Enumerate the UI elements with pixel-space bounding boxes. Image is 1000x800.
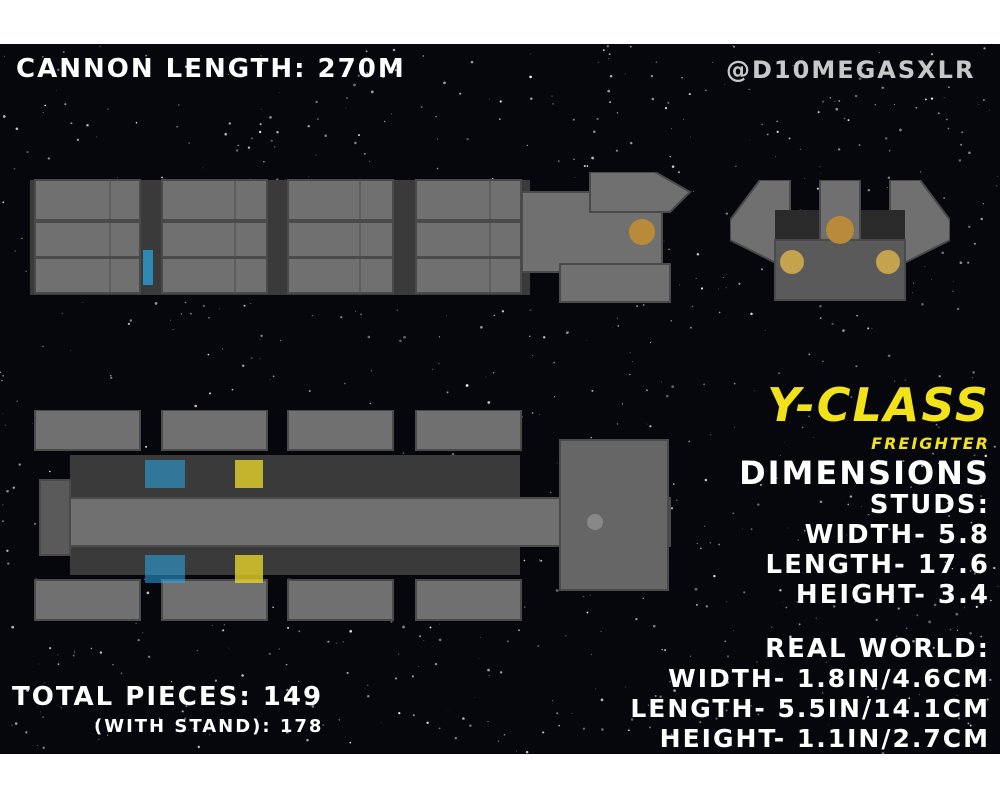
ship-type: Freighter xyxy=(871,434,990,453)
studs-width: Width- 5.8 xyxy=(804,520,990,550)
studs-height: Height- 3.4 xyxy=(795,580,990,610)
real-world-label: Real World: xyxy=(765,634,990,664)
dimensions-heading: Dimensions xyxy=(739,454,990,492)
studs-length: Length- 17.6 xyxy=(765,550,990,580)
trans-orange-element xyxy=(629,219,655,245)
trans-blue-element xyxy=(143,250,153,285)
pieces-with-stand: (with stand): 178 xyxy=(94,716,324,737)
front-view-model xyxy=(730,180,950,301)
cannon-length-label: Cannon Length: 270m xyxy=(16,54,406,84)
studs-label: Studs: xyxy=(869,490,990,520)
side-view-model xyxy=(30,172,692,303)
real-world-height: Height- 1.1in/2.7cm xyxy=(659,724,990,753)
poster-background: Cannon Length: 270m @D10MegasXLR xyxy=(0,44,1000,754)
ship-name: Y-Class xyxy=(767,378,990,432)
real-world-length: Length- 5.5in/14.1cm xyxy=(630,694,990,723)
top-view-model xyxy=(34,410,671,621)
author-handle: @D10MegasXLR xyxy=(726,56,976,84)
real-world-width: Width- 1.8in/4.6cm xyxy=(668,664,990,693)
total-pieces: Total Pieces: 149 xyxy=(12,682,324,712)
